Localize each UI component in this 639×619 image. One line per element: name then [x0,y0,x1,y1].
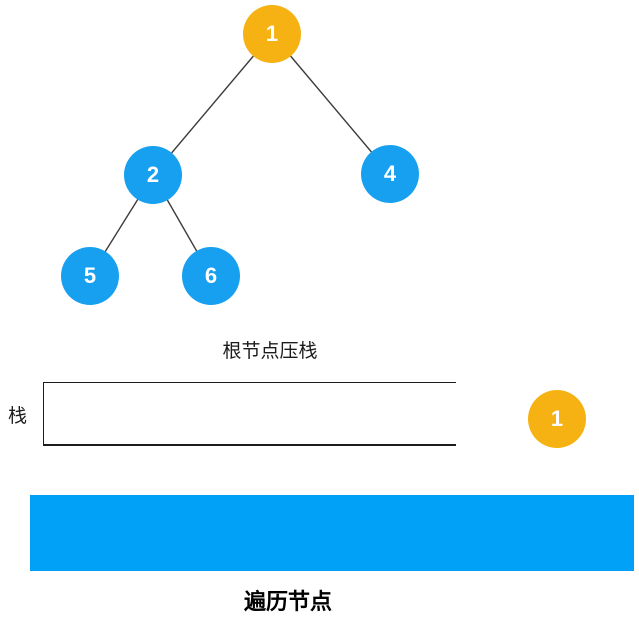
edge-1-2 [152,33,273,176]
tree-node-1: 1 [243,5,301,63]
tree-node-2: 2 [124,146,182,204]
stack-caption: 根节点压栈 [222,341,318,362]
edge-1-4 [271,33,391,175]
tree-node-5: 5 [61,247,119,305]
tree-node-6: 6 [182,247,240,305]
stack-label: 栈 [8,406,28,427]
traversal-caption: 遍历节点 [243,589,332,614]
traversal-bar [30,495,634,571]
stack-pending-node-1: 1 [528,390,586,448]
stack-box [43,382,456,446]
tree-node-4: 4 [361,145,419,203]
